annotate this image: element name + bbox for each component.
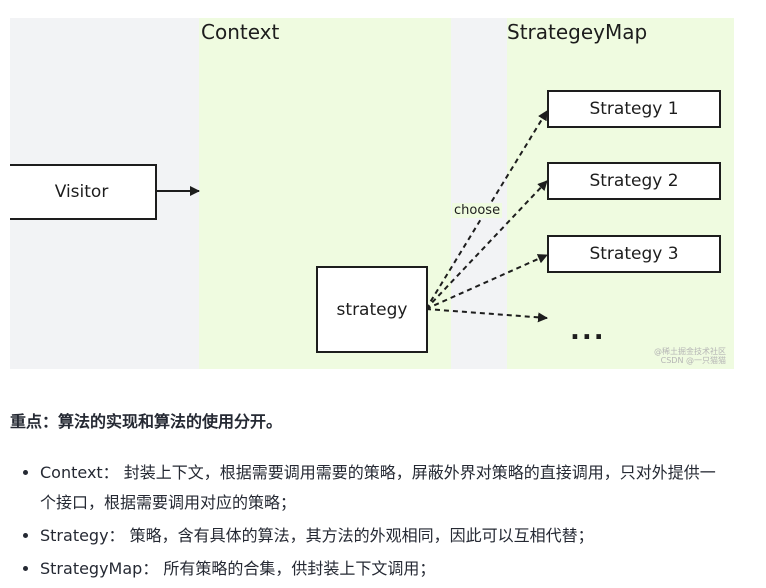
list-item-context: Context： 封装上下文，根据需要调用需要的策略，屏蔽外界对策略的直接调用，… [40,458,730,518]
strategy-1-node: Strategy 1 [547,90,721,128]
watermark-line-1: @稀土掘金技术社区 [654,347,726,356]
strategy-2-node: Strategy 2 [547,162,721,200]
strategy-node: strategy [316,266,428,353]
visitor-node: Visitor [10,164,157,220]
strategy-3-node: Strategy 3 [547,235,721,273]
arrow-choose-strategy-1 [425,110,548,310]
list-item-strategy-map: StrategyMap： 所有策略的合集，供封装上下文调用； [40,554,730,584]
watermark-line-2: CSDN @一只猫猫 [660,356,726,365]
context-zone-title: Context [201,20,280,44]
arrow-choose-strategy-2 [425,180,548,310]
watermark: @稀土掘金技术社区 CSDN @一只猫猫 [654,347,726,365]
more-strategies-ellipsis: ... [570,316,606,346]
role-description-list: Context： 封装上下文，根据需要调用需要的策略，屏蔽外界对策略的直接调用，… [10,458,730,587]
arrow-choose-more [425,308,548,323]
strategy-map-zone-title: StrategeyMap [507,20,648,44]
list-item-strategy: Strategy： 策略，含有具体的算法，其方法的外观相同，因此可以互相代替； [40,521,730,551]
key-point-heading: 重点：算法的实现和算法的使用分开。 [10,412,283,431]
arrow-choose-strategy-3 [425,254,548,310]
strategy-pattern-diagram: Context StrategeyMap choose Visitor stra… [10,18,734,369]
diagram-arrows [157,110,548,323]
choose-edge-label: choose [452,203,503,218]
